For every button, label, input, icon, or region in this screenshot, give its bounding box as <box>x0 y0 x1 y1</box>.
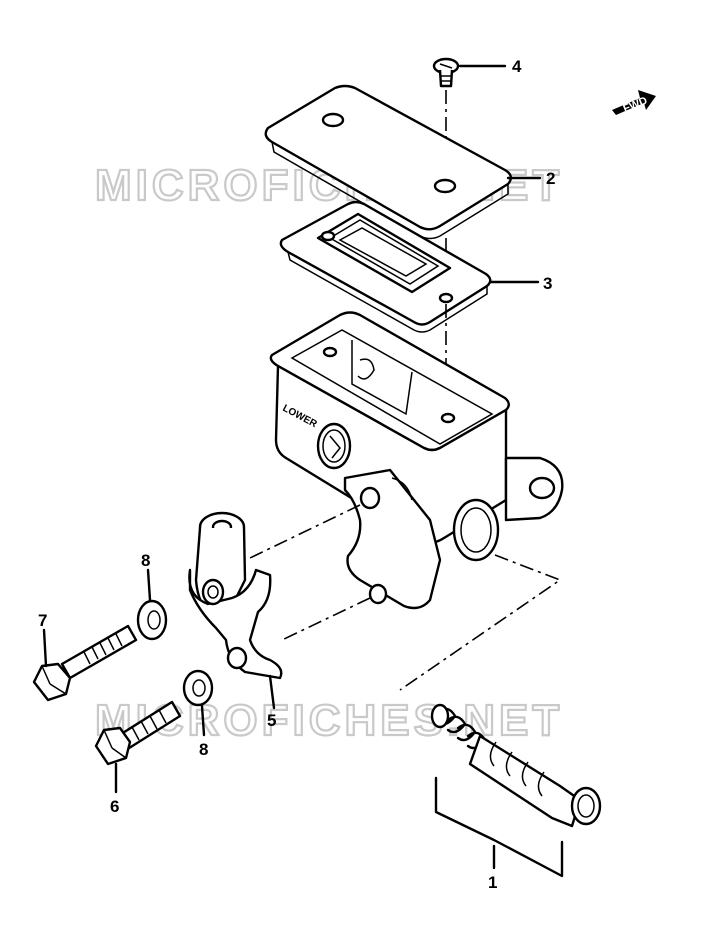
callout-2: 2 <box>546 169 555 188</box>
callout-8-upper: 8 <box>141 551 150 570</box>
callout-5: 5 <box>267 711 276 730</box>
master-cylinder-body: LOWER <box>269 311 564 610</box>
leader-8-lower <box>200 704 206 737</box>
short-clamp-bolt <box>94 700 182 766</box>
callout-7: 7 <box>38 611 47 630</box>
bracket-1 <box>434 776 564 878</box>
reservoir-cap <box>264 84 513 240</box>
upper-bolt-axis-line <box>249 504 361 559</box>
callout-6: 6 <box>110 797 119 816</box>
callout-1: 1 <box>488 873 497 892</box>
piston-assembly <box>430 703 602 828</box>
washer-lower <box>182 669 214 707</box>
callout-4: 4 <box>512 57 522 76</box>
lower-bolt-axis-line <box>281 597 371 641</box>
long-clamp-bolt <box>32 624 138 702</box>
washer-upper <box>136 599 168 641</box>
handlebar-clamp-holder <box>188 511 283 680</box>
fwd-label: FWD <box>621 95 649 116</box>
piston-axis-line <box>399 554 562 691</box>
leader-7 <box>42 628 48 668</box>
leader-5 <box>268 674 276 710</box>
leader-8-upper <box>146 568 152 602</box>
callout-8-lower: 8 <box>199 740 208 759</box>
fwd-arrow-icon: FWD <box>612 90 656 115</box>
reservoir-diaphragm <box>279 200 492 333</box>
reservoir-cap-screw <box>432 57 460 88</box>
callout-3: 3 <box>543 274 552 293</box>
